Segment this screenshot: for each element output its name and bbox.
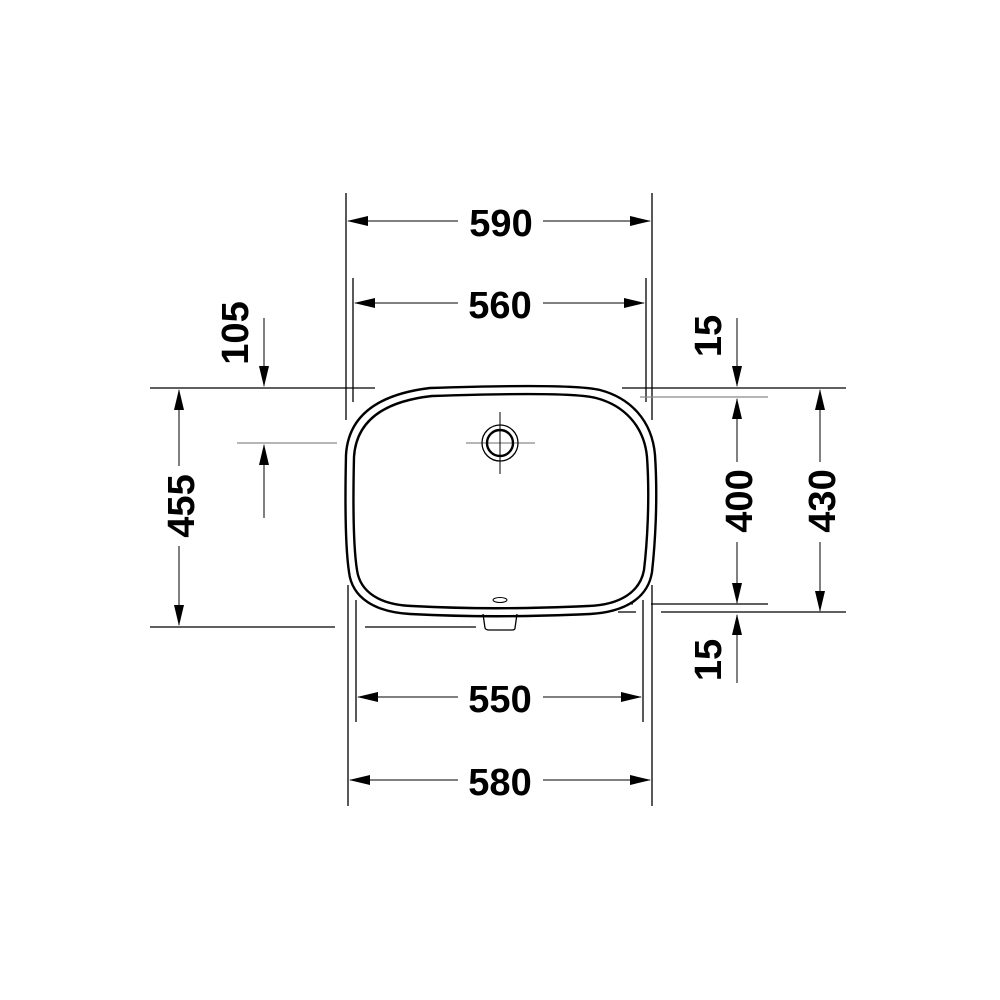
dimension-400: 400 — [719, 398, 761, 604]
dim-label-inner-depth: 400 — [719, 469, 761, 532]
dimension-105: 105 — [215, 301, 269, 518]
dim-label-outer-depth: 430 — [802, 469, 844, 532]
dimension-560: 560 — [352, 278, 647, 402]
overflow-slot — [492, 597, 508, 603]
basin-outline — [344, 384, 658, 631]
dim-label-tap-offset: 105 — [215, 301, 257, 364]
dim-label-rim-top: 15 — [688, 315, 730, 357]
dim-label-inner-width: 560 — [468, 285, 531, 327]
dimension-580: 580 — [347, 585, 653, 806]
dimension-430: 430 — [802, 389, 844, 612]
dimension-15-top: 15 — [688, 315, 742, 387]
dim-label-overall-depth: 455 — [161, 474, 203, 537]
dim-label-bottom-inner-width: 550 — [468, 679, 531, 721]
basin-outer-rim — [344, 384, 658, 618]
dimension-550: 550 — [355, 600, 644, 722]
tap-hole-icon — [466, 412, 535, 474]
dim-label-overall-width: 590 — [469, 203, 532, 245]
dimension-455: 455 — [161, 389, 203, 626]
dimension-590: 590 — [345, 193, 653, 420]
drain-tab — [482, 613, 518, 631]
dim-label-bottom-overall-width: 580 — [468, 762, 531, 804]
dimension-15-bottom: 15 — [688, 614, 742, 683]
dim-label-rim-bottom: 15 — [688, 639, 730, 681]
basin-inner-rim — [352, 392, 650, 610]
